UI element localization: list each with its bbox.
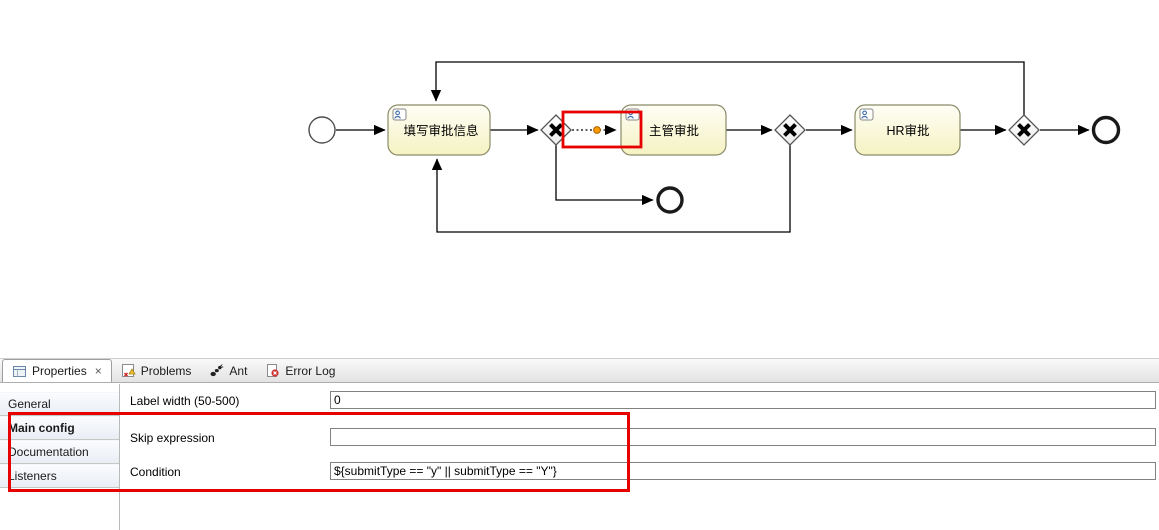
tab-error-log[interactable]: Error Log [256,359,344,382]
sidebar-item-label: Main config [8,421,75,435]
sidebar-item-documentation[interactable]: Documentation [0,440,119,464]
exclusive-gateway-3[interactable] [1008,114,1040,146]
properties-sidebar: General Main config Documentation Listen… [0,384,120,530]
label-width-label: Label width (50-500) [130,394,240,408]
task2-label: 主管审批 [649,123,699,138]
table-view-icon [12,364,27,379]
condition-label: Condition [130,465,181,479]
sidebar-item-label: Documentation [8,445,89,459]
flow-loop-bottom[interactable] [431,145,791,233]
tab-label: Problems [140,363,192,378]
tab-label: Properties [32,364,87,378]
x-mark-icon [549,123,563,137]
skip-expression-label: Skip expression [130,431,215,445]
user-task-icon [859,108,874,121]
start-event[interactable] [308,116,336,144]
user-task-hr-approval[interactable]: HR审批 [854,104,961,156]
tab-properties[interactable]: Properties × [2,359,112,382]
task3-label: HR审批 [886,123,929,138]
sidebar-item-listeners[interactable]: Listeners [0,464,119,488]
end-event-sub[interactable] [656,186,684,214]
tab-ant[interactable]: Ant [200,359,256,382]
task1-label: 填写审批信息 [403,123,478,138]
flow-loop-top[interactable] [430,61,1025,115]
user-task-icon [392,108,407,121]
close-icon[interactable]: × [94,364,102,378]
ant-icon [209,363,224,378]
exclusive-gateway-2[interactable] [774,114,806,146]
tab-problems[interactable]: Problems [112,359,201,382]
end-event-main[interactable] [1091,115,1121,145]
skip-expression-input[interactable] [330,428,1156,446]
sidebar-item-main-config[interactable]: Main config [0,416,119,440]
user-task-manager-approval[interactable]: 主管审批 [620,104,727,156]
annotation-rect-flow [561,110,643,149]
tab-label: Error Log [285,363,336,378]
condition-input[interactable] [330,462,1156,480]
exclusive-gateway-1[interactable] [540,114,572,146]
tab-label: Ant [229,363,248,378]
flow-gateway1-to-subend[interactable] [555,145,654,206]
sidebar-item-label: Listeners [8,469,57,483]
sidebar-item-general[interactable]: General [0,392,119,416]
x-mark-icon [1017,123,1031,137]
properties-panel: General Main config Documentation Listen… [0,384,1159,530]
flow-midpoint-handle[interactable] [593,126,601,134]
user-task-fill-approval[interactable]: 填写审批信息 [387,104,491,156]
problems-icon [121,363,136,378]
diagram-canvas[interactable]: 填写审批信息 主管审批 HR审批 [0,0,1159,358]
x-mark-icon [783,123,797,137]
sidebar-item-label: General [8,397,51,411]
label-width-input[interactable] [330,391,1156,409]
error-log-icon [265,363,280,378]
view-tabbar: Properties × Problems Ant Error Log [0,358,1159,383]
